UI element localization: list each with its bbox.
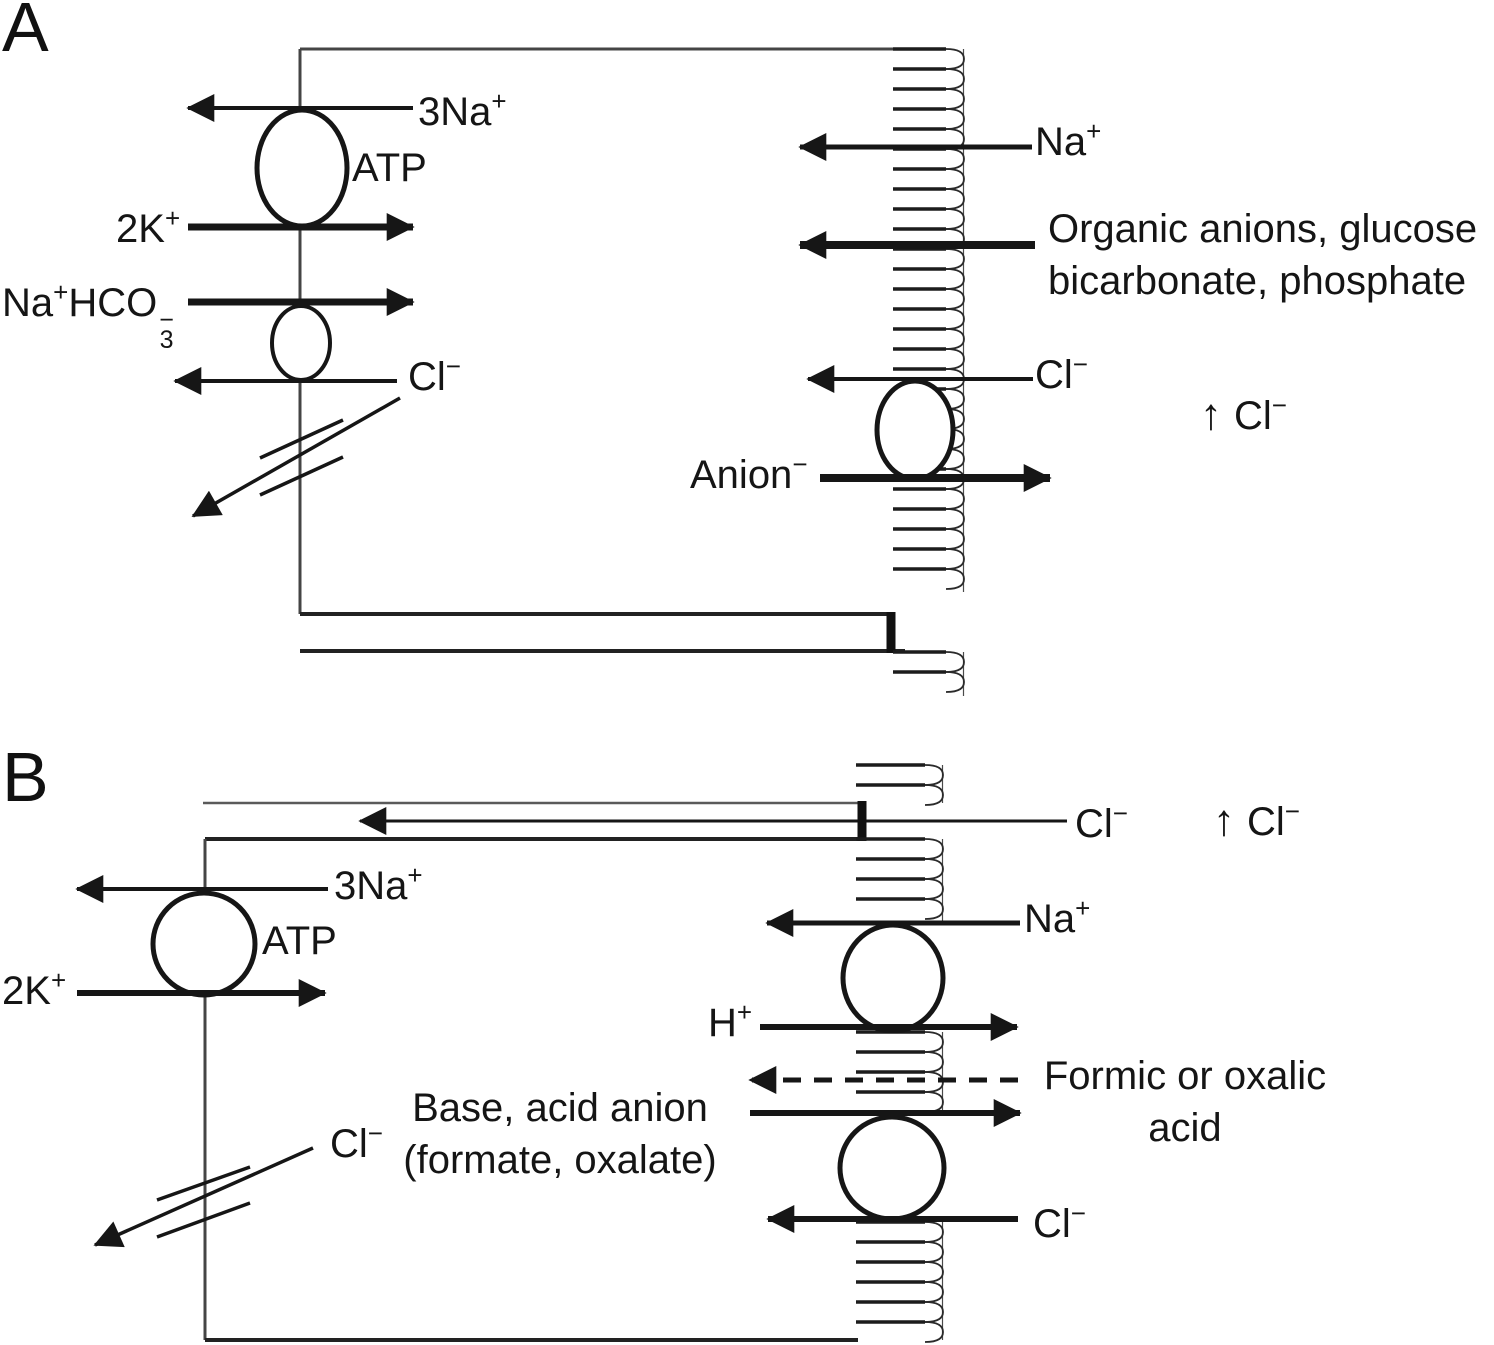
arrow-paracellular-shunt-a [191, 396, 401, 518]
label-cl-basolateral-b: Cl− [330, 1118, 383, 1166]
na-h-exchanger-b [840, 922, 946, 1034]
label-atp-a: ATP [352, 146, 427, 190]
label-3na-a: 3Na+ [418, 86, 507, 134]
label-cl-basolateral-a: Cl− [408, 351, 461, 399]
label-anion-a: Anion− [690, 449, 808, 497]
cl-channel-a [270, 304, 332, 382]
label-elevated-cl-a: ↑Cl− [1200, 390, 1287, 439]
label-3na-b: 3Na+ [334, 860, 423, 908]
panel-b-letter: B [2, 738, 49, 816]
panel-a-letter: A [2, 0, 49, 66]
brush-border-b [856, 765, 944, 1342]
label-2k-a: 2K+ [116, 203, 181, 251]
up-arrow-icon: ↑ [1213, 796, 1235, 845]
label-formic-line1: Formic or oxalic [1043, 1054, 1327, 1098]
panel-a [173, 47, 1052, 696]
label-organic-line2-a: bicarbonate, phosphate [1048, 259, 1467, 303]
label-nahco3-a: Na+HCO−3 [2, 277, 174, 354]
arrow-paracellular-shunt-b [93, 1146, 314, 1248]
label-2k-b: 2K+ [2, 965, 67, 1013]
cl-anion-exchanger-b [837, 1114, 947, 1222]
na-k-atpase-b [150, 890, 258, 998]
label-atp-b: ATP [262, 919, 337, 963]
label-na-apical-b: Na+ [1024, 893, 1091, 941]
cl-anion-exchanger-a [874, 378, 956, 482]
up-arrow-icon: ↑ [1200, 390, 1222, 439]
na-k-atpase-a [254, 107, 350, 229]
label-base-line1: Base, acid anion [412, 1086, 708, 1130]
label-cl-apical-b: Cl− [1033, 1198, 1086, 1246]
panel-b [75, 765, 1067, 1342]
label-base-anion-b: Base, acid anion (formate, oxalate) [360, 1082, 760, 1186]
brush-border-a [891, 49, 966, 696]
label-base-line2: (formate, oxalate) [403, 1138, 717, 1182]
label-cl-paracellular-b: Cl− [1075, 798, 1128, 846]
label-na-apical-a: Na+ [1035, 116, 1102, 164]
label-formic-acid-b: Formic or oxalic acid [1020, 1050, 1350, 1154]
label-elevated-cl-b: ↑Cl− [1213, 796, 1300, 845]
label-organic-line1-a: Organic anions, glucose [1048, 207, 1478, 251]
label-h-b: H+ [708, 997, 753, 1045]
label-formic-line2: acid [1148, 1106, 1222, 1150]
label-cl-apical-a: Cl− [1035, 349, 1088, 397]
